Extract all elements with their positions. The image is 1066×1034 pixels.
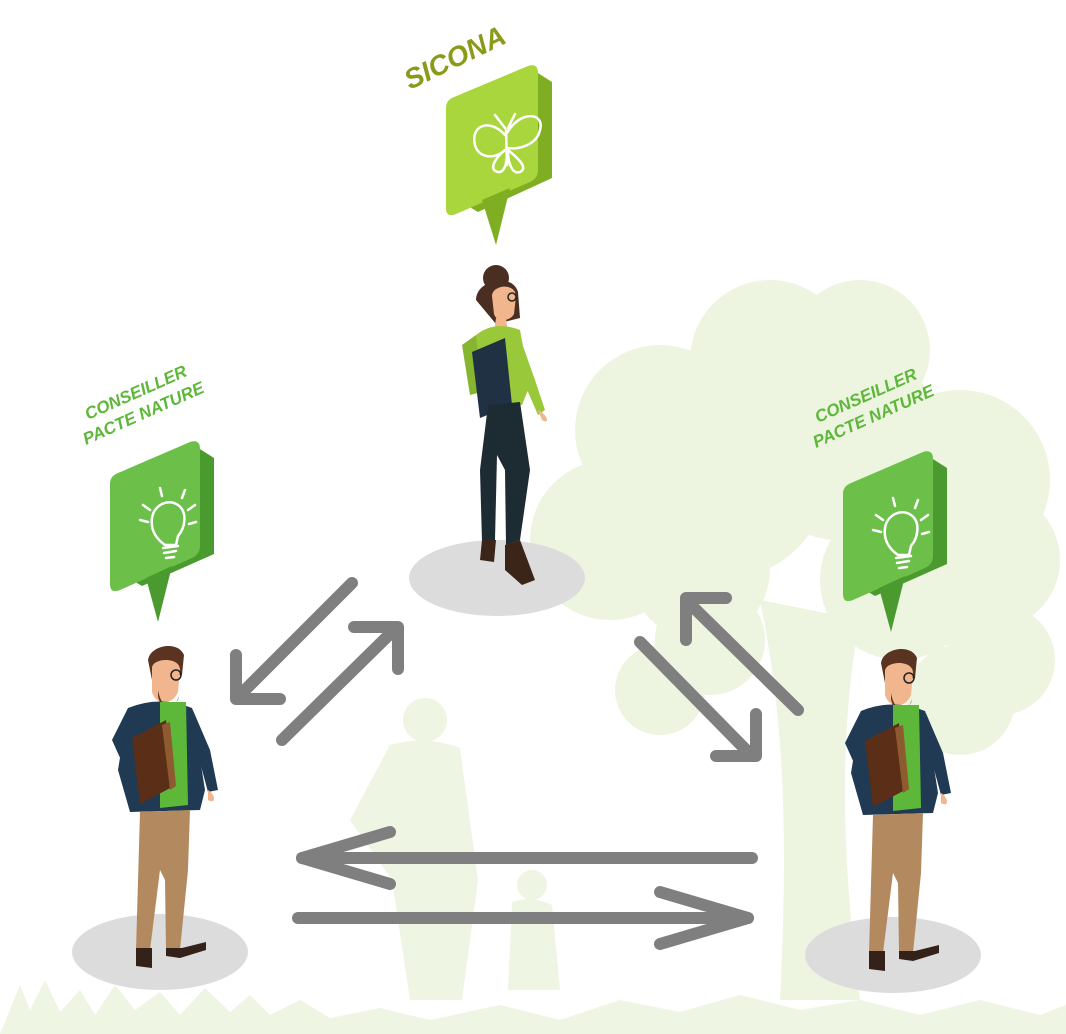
floor-shadow-top xyxy=(409,540,585,616)
pin-right-advisor xyxy=(843,451,947,632)
floor-shadow-right xyxy=(805,917,981,993)
person-left-advisor xyxy=(112,645,218,968)
background-tree-illustration xyxy=(530,280,1060,1000)
lightbulb-icon xyxy=(138,486,198,560)
pin-sicona xyxy=(446,65,552,245)
arrow-left-to-right xyxy=(292,886,754,950)
arrow-left-to-top xyxy=(276,621,404,746)
background-grass xyxy=(0,980,1066,1034)
butterfly-icon xyxy=(472,112,542,174)
lightbulb-icon xyxy=(871,496,931,570)
person-sicona-woman xyxy=(462,265,547,585)
arrow-right-to-left xyxy=(296,826,758,890)
label-left-advisor: CONSEILLER PACTE NATURE xyxy=(80,361,208,448)
background-people-silhouette xyxy=(350,698,560,1000)
person-right-advisor xyxy=(845,648,951,971)
floor-shadow-left xyxy=(72,914,248,990)
arrows xyxy=(230,577,804,950)
arrow-top-to-right xyxy=(634,636,762,762)
pin-left-advisor xyxy=(110,441,214,622)
arrow-top-to-left xyxy=(230,577,358,705)
arrow-right-to-top xyxy=(680,592,804,716)
